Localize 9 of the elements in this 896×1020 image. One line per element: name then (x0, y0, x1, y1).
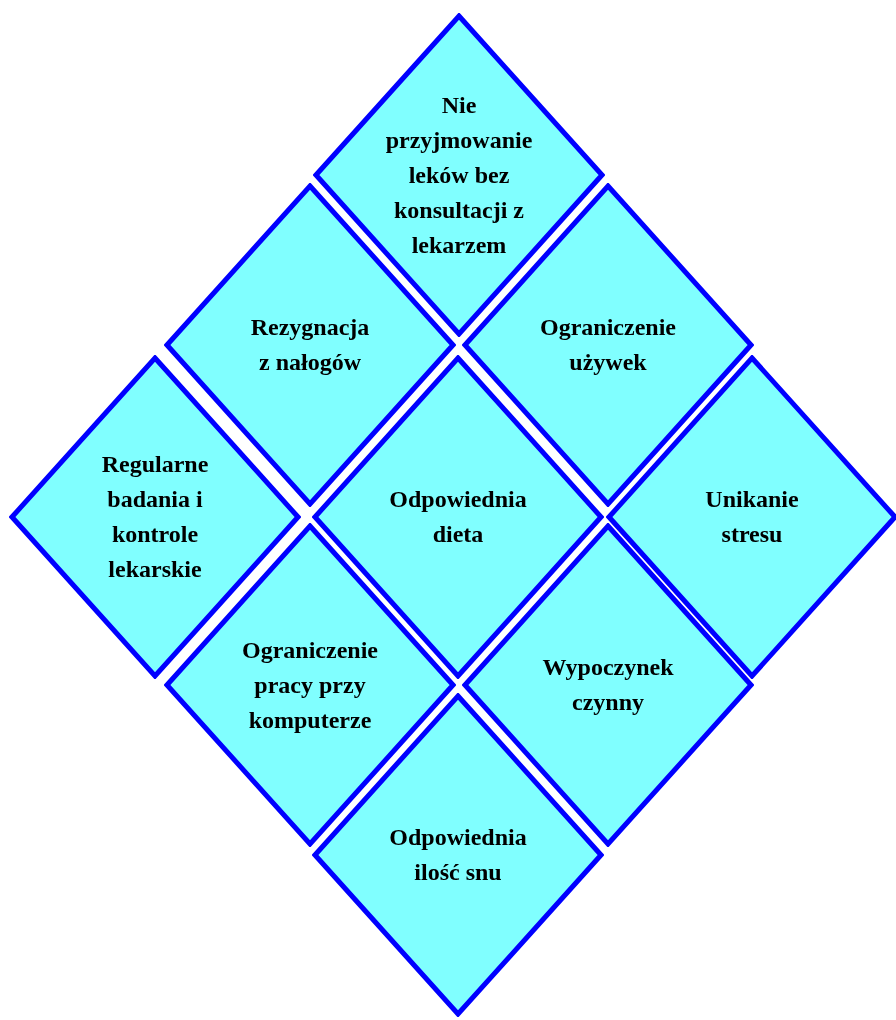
tile-label: Ograniczenie używek (539, 313, 677, 377)
tile-label: Unikanie stresu (704, 485, 800, 549)
tile-label: Nie przyjmowanie leków bez konsultacji z lekarzem (384, 90, 534, 260)
tile-label: Rezygnacja z nałogów (249, 313, 371, 377)
tile-label: Ograniczenie pracy przy komputerze (241, 635, 379, 735)
tile-label: Odpowiednia ilość snu (388, 823, 528, 887)
tile-label: Regularne badania i kontrole lekarskie (100, 450, 210, 584)
tile-label: Wypoczynek czynny (541, 653, 675, 717)
tile-label: Odpowiednia dieta (388, 485, 528, 549)
